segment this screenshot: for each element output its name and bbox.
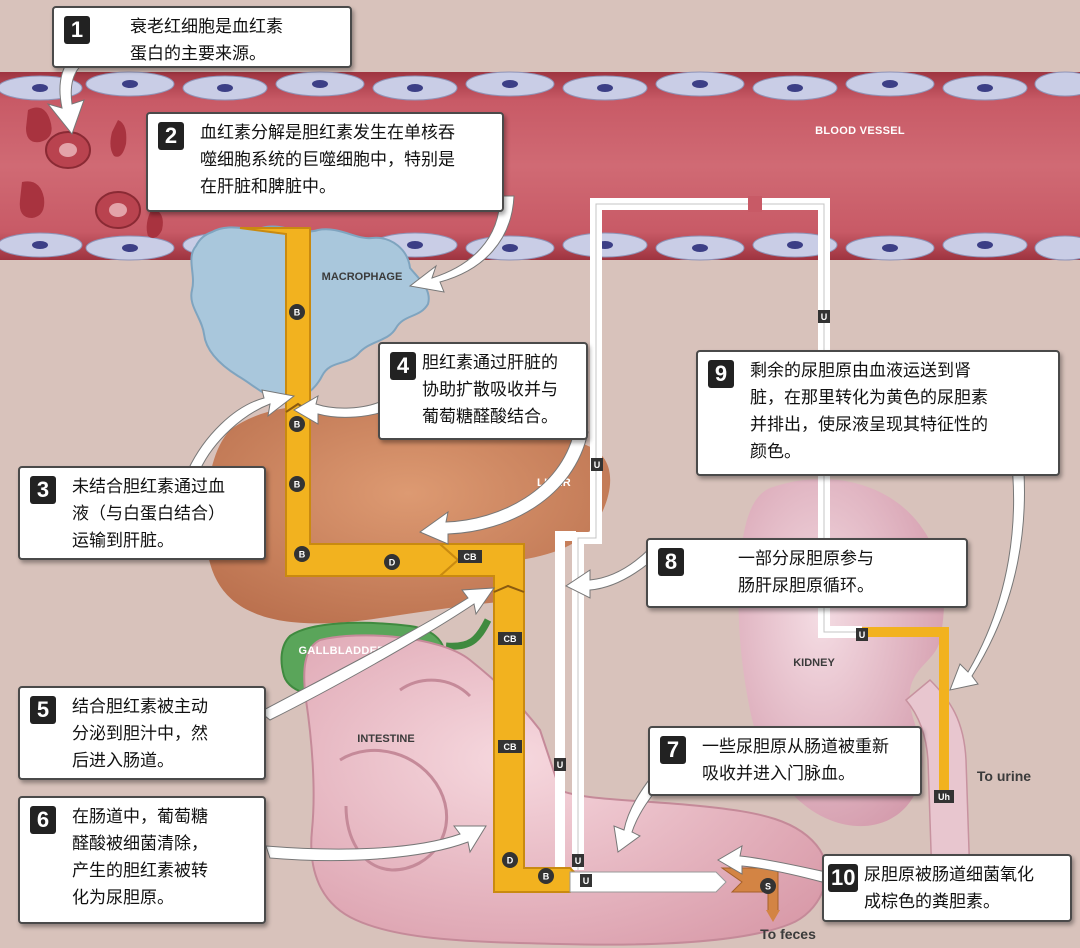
blood-vessel: [0, 71, 1080, 261]
tag-tokens: CB CB CB U U U U U U Uh: [458, 310, 954, 887]
callout-pointers: [46, 41, 1025, 883]
to-feces-label: To feces: [760, 926, 816, 942]
intestine-label: INTESTINE: [357, 733, 414, 745]
urine-pathway: [862, 627, 949, 800]
callout-3-text: 未结合胆红素通过血 液（与白蛋白结合） 运输到肝脏。: [72, 477, 225, 551]
svg-text:B: B: [543, 872, 550, 882]
step-number-8: 8: [658, 548, 684, 576]
blood-vessel-label: BLOOD VESSEL: [815, 125, 905, 137]
svg-text:Uh: Uh: [938, 792, 950, 802]
step-number-6: 6: [30, 806, 56, 834]
step-number-2: 2: [158, 122, 184, 150]
svg-text:B: B: [294, 420, 301, 430]
callout-3: 3 未结合胆红素通过血 液（与白蛋白结合） 运输到肝脏。: [18, 466, 266, 560]
callout-6: 6 在肠道中，葡萄糖 醛酸被细菌清除， 产生的胆红素被转 化为尿胆原。: [18, 796, 266, 924]
callout-9: 9 剩余的尿胆原由血液运送到肾 脏，在那里转化为黄色的尿胆素 并排出，使尿液呈现…: [696, 350, 1060, 476]
svg-text:S: S: [765, 882, 771, 892]
callout-10: 10 尿胆原被肠道细菌氧化 成棕色的粪胆素。: [822, 854, 1072, 922]
callout-6-text: 在肠道中，葡萄糖 醛酸被细菌清除， 产生的胆红素被转 化为尿胆原。: [72, 807, 208, 908]
callout-9-text: 剩余的尿胆原由血液运送到肾 脏，在那里转化为黄色的尿胆素 并排出，使尿液呈现其特…: [750, 361, 988, 462]
svg-text:B: B: [299, 550, 306, 560]
kidney-label: KIDNEY: [793, 657, 835, 669]
callout-8: 8 一部分尿胆原参与 肠肝尿胆原循环。: [646, 538, 968, 608]
callout-10-text: 尿胆原被肠道细菌氧化 成棕色的粪胆素。: [864, 865, 1034, 912]
step-number-10: 10: [828, 864, 859, 892]
svg-text:U: U: [859, 630, 866, 640]
svg-text:D: D: [507, 856, 514, 866]
callout-1-text: 衰老红细胞是血红素 蛋白的主要来源。: [130, 17, 283, 64]
svg-text:U: U: [557, 760, 564, 770]
step-number-1: 1: [64, 16, 90, 44]
svg-text:D: D: [389, 558, 396, 568]
to-urine-label: To urine: [977, 768, 1031, 784]
pathway-tokens: B B B B D D B S: [289, 304, 776, 894]
callout-1: 1 衰老红细胞是血红素 蛋白的主要来源。: [52, 6, 352, 68]
callout-5: 5 结合胆红素被主动 分泌到胆汁中，然 后进入肠道。: [18, 686, 266, 780]
svg-text:CB: CB: [504, 634, 517, 644]
svg-text:CB: CB: [504, 742, 517, 752]
callout-7: 7 一些尿胆原从肠道被重新 吸收并进入门脉血。: [648, 726, 922, 796]
macrophage-label: MACROPHAGE: [322, 271, 403, 283]
svg-text:CB: CB: [464, 552, 477, 562]
callout-8-text: 一部分尿胆原参与 肠肝尿胆原循环。: [738, 549, 874, 596]
svg-text:B: B: [294, 480, 301, 490]
gallbladder-label: GALLBLADDER: [298, 645, 385, 657]
intestine: [303, 634, 828, 946]
step-number-3: 3: [30, 476, 56, 504]
callout-5-text: 结合胆红素被主动 分泌到胆汁中，然 后进入肠道。: [72, 697, 208, 771]
svg-text:B: B: [294, 308, 301, 318]
feces-arrow-brown: [720, 867, 779, 913]
callout-2-text: 血红素分解是胆红素发生在单核吞 噬细胞系统的巨噬细胞中，特别是 在肝脏和脾脏中。: [200, 123, 455, 197]
step-number-9: 9: [708, 360, 734, 388]
red-blood-cells: [19, 107, 163, 238]
callout-7-text: 一些尿胆原从肠道被重新 吸收并进入门脉血。: [702, 737, 889, 784]
callout-4-text: 胆红素通过肝脏的 协助扩散吸收并与 葡萄糖醛酸结合。: [422, 353, 558, 427]
step-number-5: 5: [30, 696, 56, 724]
svg-text:U: U: [821, 312, 828, 322]
step-number-4: 4: [390, 352, 416, 380]
svg-text:U: U: [583, 876, 590, 886]
svg-text:U: U: [575, 856, 582, 866]
callout-2: 2 血红素分解是胆红素发生在单核吞 噬细胞系统的巨噬细胞中，特别是 在肝脏和脾脏…: [146, 112, 504, 212]
svg-text:U: U: [594, 460, 601, 470]
feces-arrow-white: [569, 871, 727, 893]
callout-4: 4 胆红素通过肝脏的 协助扩散吸收并与 葡萄糖醛酸结合。: [378, 342, 588, 440]
step-number-7: 7: [660, 736, 686, 764]
